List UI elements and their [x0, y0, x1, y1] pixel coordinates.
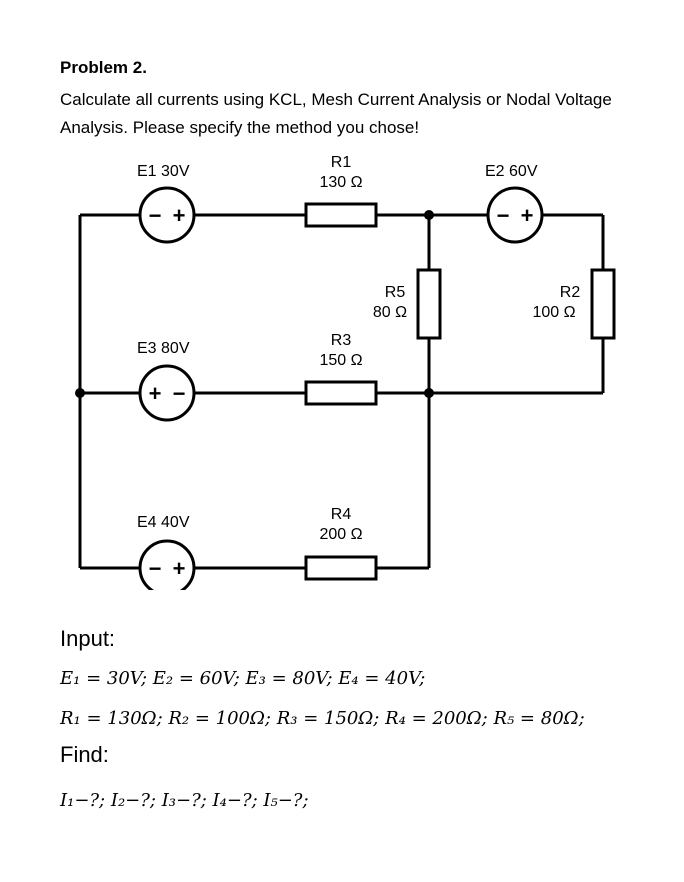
input-resistances: R₁ = 130Ω; R₂ = 100Ω; R₃ = 150Ω; R₄ = 20… — [60, 708, 585, 729]
circuit-diagram: − + − + + − − + — [75, 186, 616, 590]
e1-sign-right: + — [173, 203, 186, 228]
label-r3-value: 150 Ω — [319, 352, 363, 369]
label-r3-name: R3 — [330, 332, 352, 349]
label-r5-name: R5 — [384, 284, 406, 301]
label-e4: E4 40V — [137, 514, 190, 531]
e2-sign-right: + — [521, 203, 534, 228]
find-unknowns: I₁−?; I₂−?; I₃−?; I₄−?; I₅−?; — [60, 790, 309, 811]
problem-title: Problem 2. — [60, 58, 147, 77]
find-heading: Find: — [60, 742, 109, 767]
e3-sign-right: − — [173, 381, 186, 406]
source-e2 — [486, 186, 544, 244]
e1-sign-left: − — [149, 203, 162, 228]
node-left-mid — [75, 388, 85, 398]
label-r2-value: 100 Ω — [532, 304, 576, 321]
label-r1-value: 130 Ω — [319, 174, 363, 191]
label-e2: E2 60V — [485, 163, 538, 180]
resistor-r2 — [590, 268, 616, 340]
label-e3: E3 80V — [137, 340, 190, 357]
source-e4 — [138, 539, 196, 590]
node-top — [424, 210, 434, 220]
label-r4-value: 200 Ω — [319, 526, 363, 543]
resistor-r1 — [304, 202, 378, 228]
resistor-r3 — [304, 380, 378, 406]
label-r5-value: 80 Ω — [372, 304, 408, 321]
input-voltages: E₁ = 30V; E₂ = 60V; E₃ = 80V; E₄ = 40V; — [60, 668, 426, 689]
label-r1-name: R1 — [330, 154, 352, 171]
resistor-r5 — [416, 268, 442, 340]
e3-sign-left: + — [149, 381, 162, 406]
e4-sign-left: − — [149, 556, 162, 581]
e4-sign-right: + — [173, 556, 186, 581]
source-e3 — [138, 364, 196, 422]
label-e1: E1 30V — [137, 163, 190, 180]
e2-sign-left: − — [497, 203, 510, 228]
label-r2-name: R2 — [559, 284, 581, 301]
resistor-r4 — [304, 555, 378, 581]
source-e1 — [138, 186, 196, 244]
label-r4-name: R4 — [330, 506, 352, 523]
node-mid — [424, 388, 434, 398]
problem-description: Calculate all currents using KCL, Mesh C… — [60, 90, 612, 137]
input-heading: Input: — [60, 626, 116, 651]
